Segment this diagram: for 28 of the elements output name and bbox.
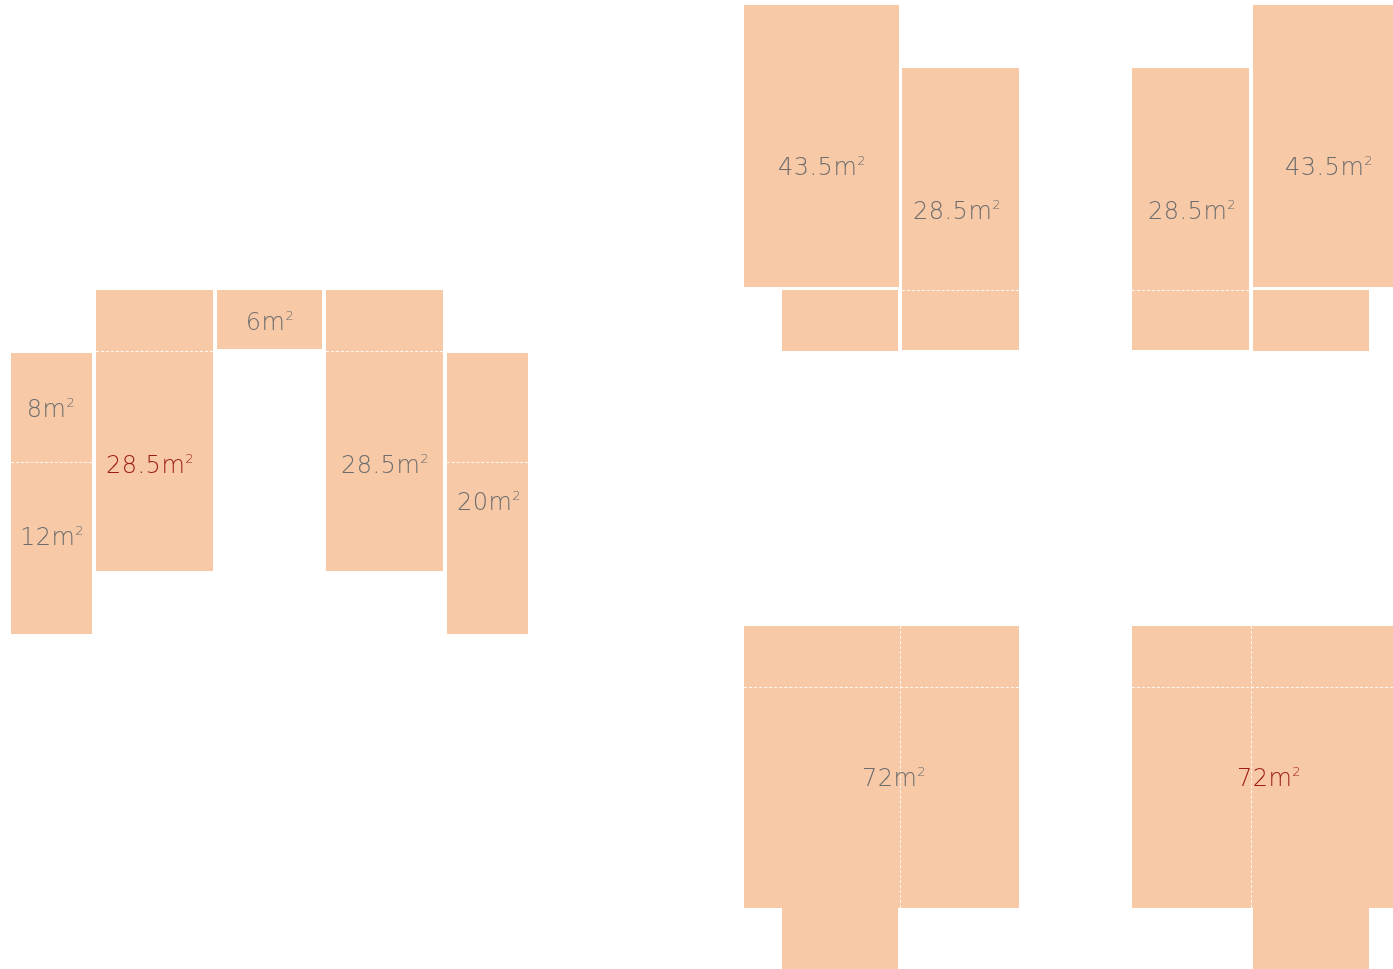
room-block: [11, 463, 92, 634]
area-label: 6m$^{2}$: [245, 308, 295, 336]
room-block: [744, 5, 899, 287]
area-label: 43.5m$^{2}$: [777, 153, 867, 181]
room-block: [326, 290, 443, 571]
area-label: 28.5m$^{2}$: [340, 451, 430, 479]
room-block: [744, 626, 1019, 908]
room-block: [1253, 5, 1393, 287]
area-label: 28.5m$^{2}$: [912, 197, 1002, 225]
area-label: 43.5m$^{2}$: [1284, 153, 1374, 181]
room-block: [447, 353, 528, 634]
room-block: [1132, 68, 1249, 350]
area-label: 72m$^{2}$: [1236, 764, 1302, 792]
area-label: 8m$^{2}$: [26, 395, 76, 423]
room-block: [1132, 626, 1393, 908]
area-label: 20m$^{2}$: [456, 488, 522, 516]
area-label: 28.5m$^{2}$: [1147, 197, 1237, 225]
room-extension: [1253, 290, 1369, 351]
area-label: 28.5m$^{2}$: [105, 451, 195, 479]
room-extension: [1253, 908, 1369, 969]
room-block: [217, 290, 322, 349]
room-block: [902, 68, 1019, 350]
room-block: [96, 290, 213, 571]
room-extension: [782, 908, 898, 969]
room-extension: [782, 290, 898, 351]
area-label: 72m$^{2}$: [861, 764, 927, 792]
area-label: 12m$^{2}$: [19, 523, 85, 551]
room-block: [11, 353, 92, 463]
